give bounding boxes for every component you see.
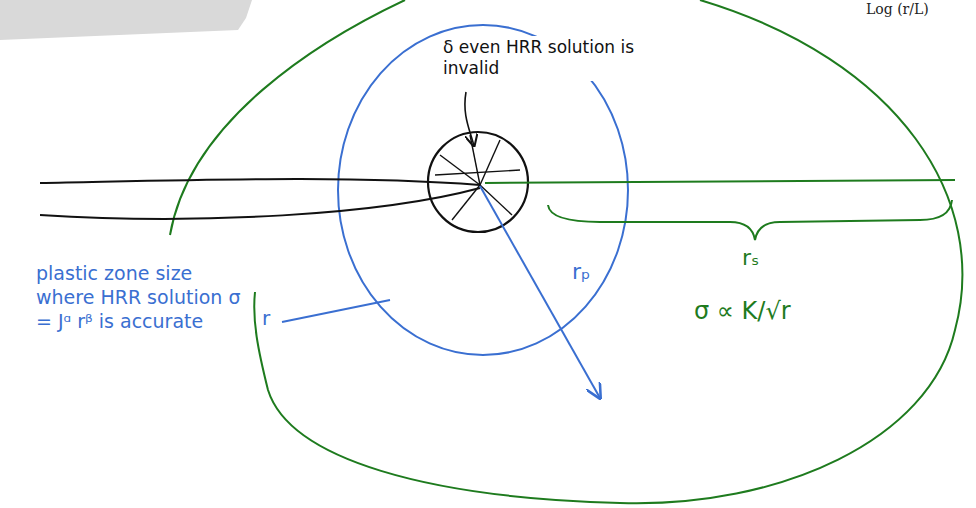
stress-equation: σ ∝ K/√r xyxy=(694,296,791,326)
k-dominance-zone-outline xyxy=(254,0,962,503)
r-leader xyxy=(282,300,390,322)
torn-paper-corner xyxy=(0,0,252,40)
k-dominance-zone-outline xyxy=(170,0,405,235)
process-zone-leader xyxy=(465,92,474,146)
rs-brace xyxy=(548,200,952,240)
dimension-label: rₛ xyxy=(742,244,759,272)
process-zone-hatching xyxy=(435,135,520,220)
crack-face xyxy=(40,188,480,219)
crack-face xyxy=(40,179,480,185)
zone-note: δ even HRR solution is invalid xyxy=(440,36,646,81)
rs-dimension-line xyxy=(485,180,955,183)
axis-label: Log (r/L) xyxy=(866,1,929,19)
dimension-label: rₚ xyxy=(572,258,590,286)
zone-note: plastic zone size where HRR solution σ =… xyxy=(36,262,241,333)
dimension-label: r xyxy=(262,306,270,331)
rp-radius-arrow xyxy=(480,186,600,398)
